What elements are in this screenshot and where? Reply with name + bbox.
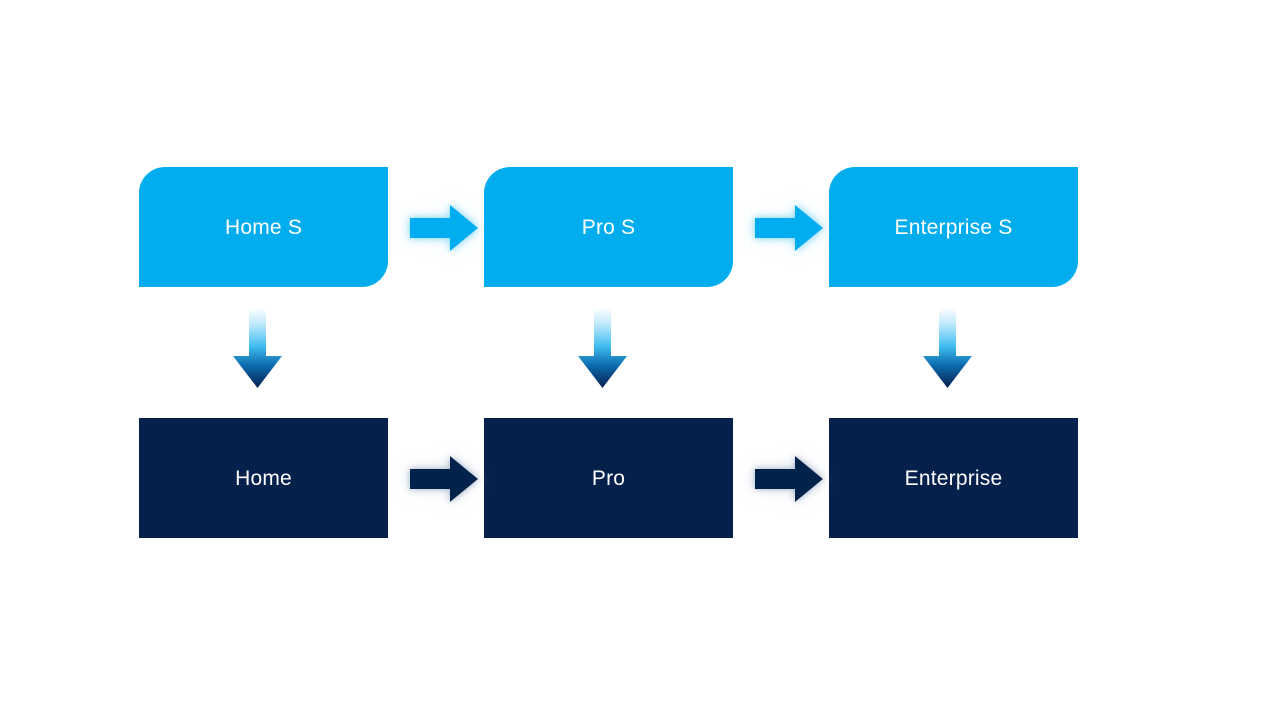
- node-label-enterprise-s: Enterprise S: [894, 215, 1013, 239]
- arrow-pro-to-enterprise: [753, 453, 825, 505]
- arrow-home-to-pro: [408, 453, 480, 505]
- arrow-glyph-down: [233, 308, 282, 388]
- node-pro[interactable]: Pro: [484, 418, 733, 538]
- arrow-enterprise-s-to-enterprise: [920, 308, 975, 390]
- arrow-glyph-down: [923, 308, 972, 388]
- arrow-glyph-right: [410, 205, 478, 251]
- arrow-glyph-right: [410, 456, 478, 502]
- node-home[interactable]: Home: [139, 418, 388, 538]
- node-enterprise[interactable]: Enterprise: [829, 418, 1078, 538]
- node-label-pro-s: Pro S: [581, 215, 636, 239]
- arrow-pro-s-to-enterprise-s: [753, 202, 825, 254]
- arrow-glyph-down: [578, 308, 627, 388]
- node-pro-s[interactable]: Pro S: [484, 167, 733, 287]
- arrow-home-s-to-home: [230, 308, 285, 390]
- arrow-home-s-to-pro-s: [408, 202, 480, 254]
- arrow-glyph-right: [755, 205, 823, 251]
- arrow-glyph-right: [755, 456, 823, 502]
- node-home-s[interactable]: Home S: [139, 167, 388, 287]
- arrow-pro-s-to-pro: [575, 308, 630, 390]
- node-label-home-s: Home S: [224, 215, 303, 239]
- node-label-pro: Pro: [591, 466, 626, 490]
- node-enterprise-s[interactable]: Enterprise S: [829, 167, 1078, 287]
- node-label-enterprise: Enterprise: [904, 466, 1003, 490]
- node-label-home: Home: [235, 466, 292, 490]
